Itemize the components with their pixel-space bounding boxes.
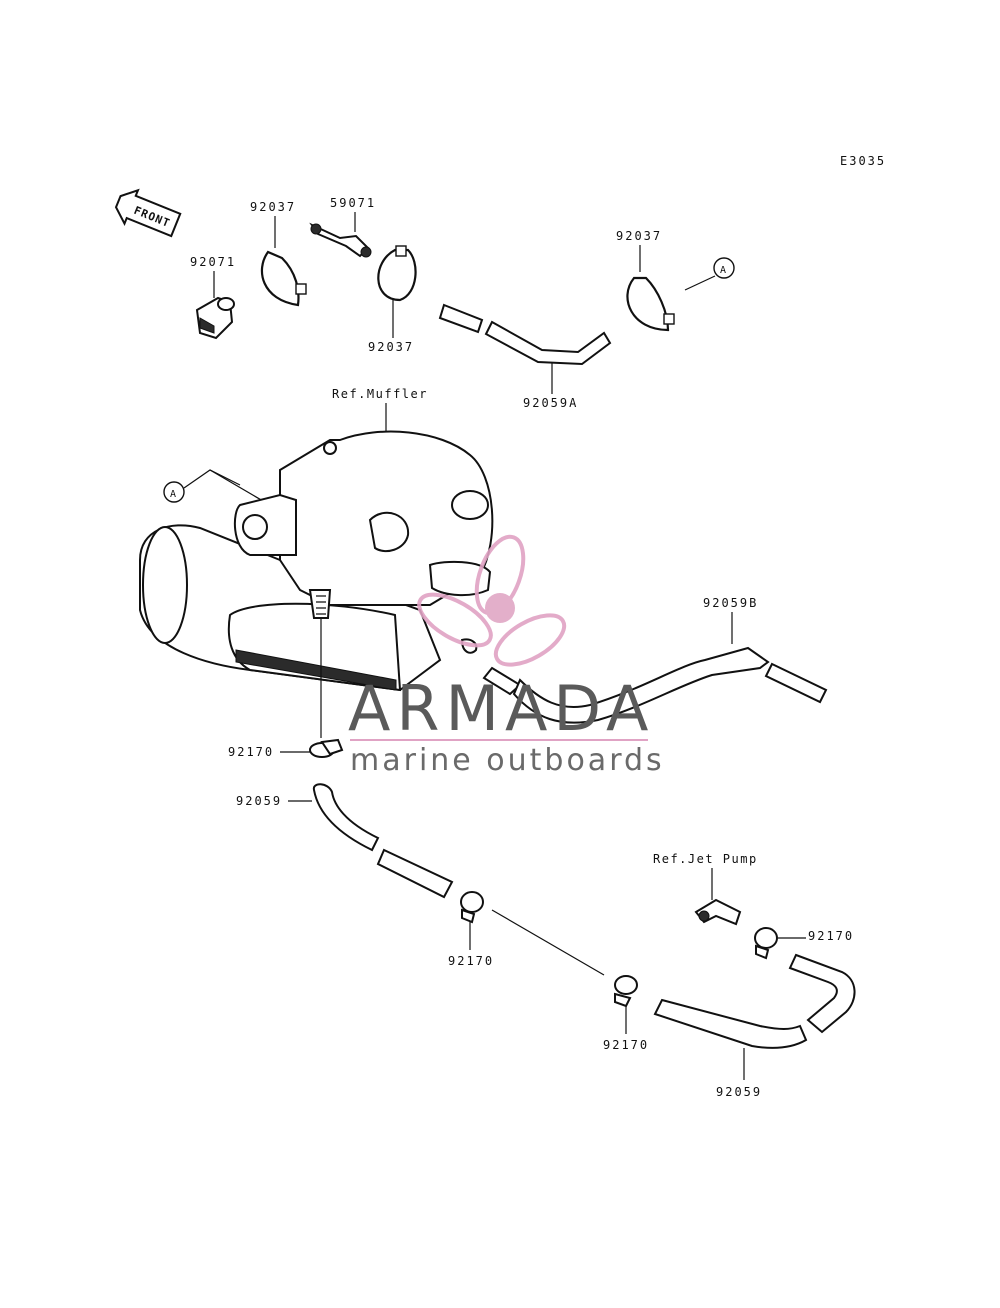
clamp-92170-right — [754, 927, 778, 960]
callout-92037-top-right: 92037 — [616, 229, 662, 243]
clamp-92170-muffler — [309, 738, 344, 758]
ref-jet-pump: Ref.Jet Pump — [653, 852, 758, 866]
callout-92037-top-left: 92037 — [250, 200, 296, 214]
leader-line — [491, 909, 605, 976]
callout-a-letter-left: A — [170, 489, 176, 500]
hose-92059-right — [653, 953, 856, 1049]
plug-92071 — [195, 296, 235, 340]
ref-muffler: Ref.Muffler — [332, 387, 428, 401]
callout-92170-muffler: 92170 — [228, 745, 274, 759]
watermark-title: ARMADA — [348, 672, 654, 745]
diagram-code: E3035 — [840, 154, 886, 168]
callout-a-circle — [713, 257, 735, 279]
callout-92059-left: 92059 — [236, 794, 282, 808]
clamp-92170-mid — [460, 891, 484, 924]
hose-92059-left — [312, 783, 454, 899]
callout-a-letter: A — [720, 265, 726, 276]
callout-59071: 59071 — [330, 196, 376, 210]
leader-line — [684, 275, 716, 291]
jet-pump-fitting — [694, 898, 742, 926]
leader-line — [183, 469, 241, 489]
callout-92059A: 92059A — [523, 396, 578, 410]
callout-92170-right: 92170 — [808, 929, 854, 943]
hose-92059A — [438, 303, 612, 366]
watermark-subtitle: marine outboards — [350, 743, 665, 778]
callout-a-circle-left — [163, 481, 185, 503]
callout-92059-right: 92059 — [716, 1085, 762, 1099]
clamp-92037-left — [260, 250, 307, 307]
callout-92170-lower-mid: 92170 — [603, 1038, 649, 1052]
callout-92059B: 92059B — [703, 596, 758, 610]
hose-92059B — [482, 646, 828, 724]
front-arrow-icon: FRONT — [114, 188, 182, 238]
clamp-92037-mid — [377, 245, 417, 302]
callout-92037-mid: 92037 — [368, 340, 414, 354]
armada-logo-icon — [417, 534, 567, 667]
callout-92170-mid: 92170 — [448, 954, 494, 968]
callout-92071: 92071 — [190, 255, 236, 269]
clamp-92037-right — [626, 276, 675, 332]
muffler-assembly — [139, 430, 494, 692]
clamp-92170-lower-mid — [614, 975, 638, 1008]
fitting-59071 — [309, 222, 372, 258]
